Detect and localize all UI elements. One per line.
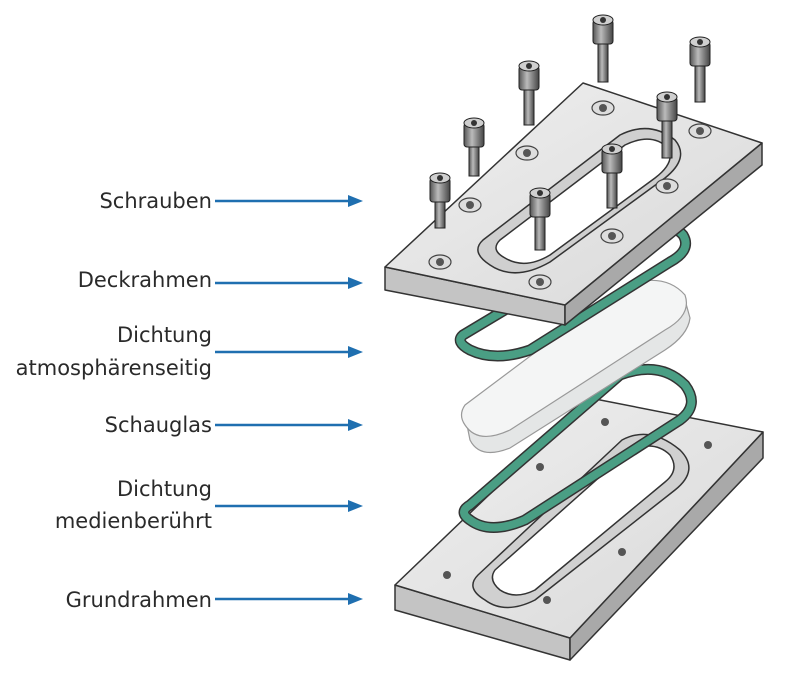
bolt bbox=[429, 172, 451, 229]
bolt bbox=[463, 117, 485, 177]
gasket-media-side bbox=[458, 363, 697, 533]
label-dichtung-medien-line2: medienberührt bbox=[54, 509, 212, 533]
arrow-schauglas bbox=[215, 419, 363, 431]
bolt bbox=[656, 91, 678, 159]
label-dichtung-atmo-line1: Dichtung bbox=[116, 323, 212, 347]
label-dichtung-atmo-line2: atmosphärenseitig bbox=[15, 356, 212, 380]
arrow-schrauben bbox=[215, 195, 363, 207]
sight-glass bbox=[460, 279, 691, 454]
base-frame bbox=[394, 397, 764, 661]
label-schrauben: Schrauben bbox=[99, 189, 212, 213]
arrow-deckrahmen bbox=[215, 277, 363, 289]
bolt bbox=[529, 187, 551, 251]
arrow-dichtung-atmo bbox=[215, 346, 363, 358]
arrow-grundrahmen bbox=[215, 593, 363, 605]
label-grundrahmen: Grundrahmen bbox=[65, 588, 212, 612]
label-schauglas: Schauglas bbox=[104, 413, 212, 437]
arrow-dichtung-medien bbox=[215, 500, 363, 512]
bolt bbox=[518, 60, 540, 126]
bolts bbox=[429, 14, 711, 251]
bolt bbox=[601, 143, 623, 209]
label-deckrahmen: Deckrahmen bbox=[77, 268, 212, 292]
bolt bbox=[689, 36, 711, 103]
bolt bbox=[592, 14, 614, 83]
label-dichtung-medien-line1: Dichtung bbox=[116, 477, 212, 501]
